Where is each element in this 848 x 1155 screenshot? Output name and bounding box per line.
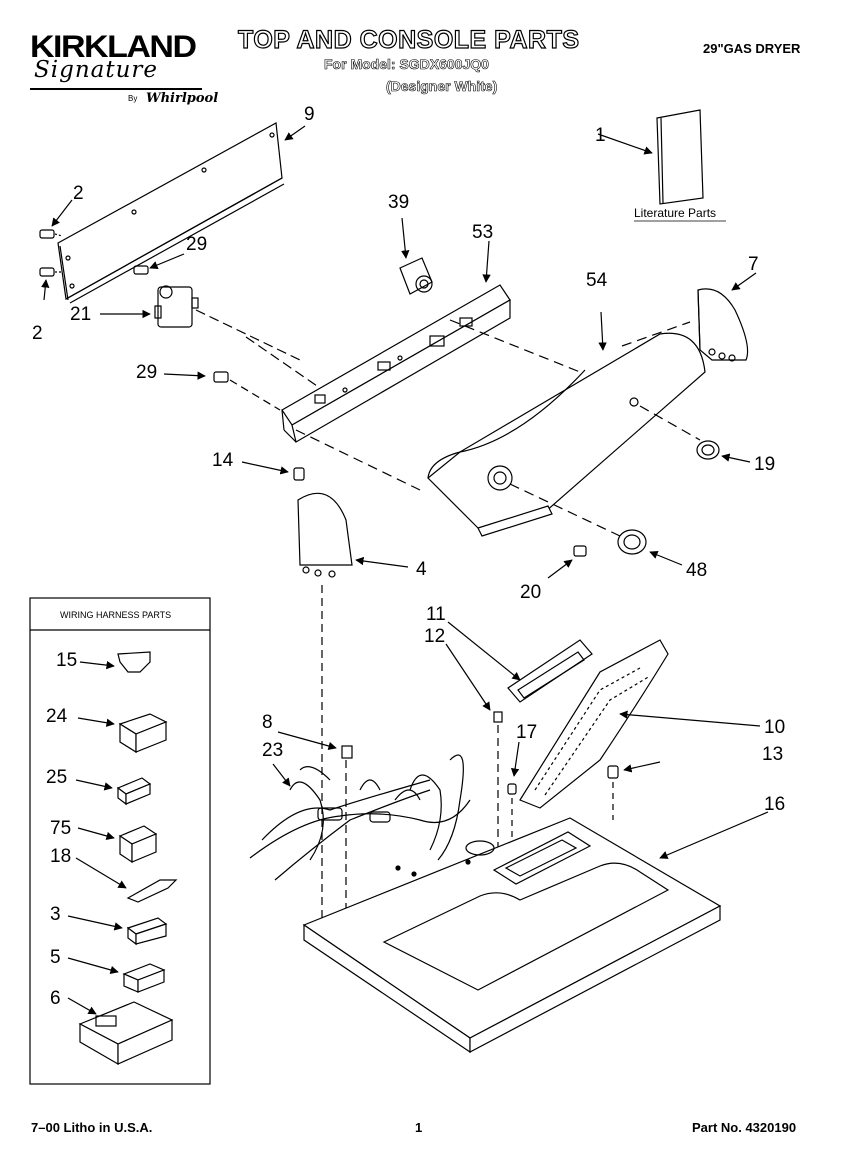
knob-19 [696,440,751,463]
callout-4: 4 [416,559,427,580]
screw-29-lower [163,371,281,411]
callout-25: 25 [46,767,67,788]
callout-75: 75 [50,818,71,839]
literature-label: Literature Parts [634,206,716,220]
callout-1: 1 [595,125,606,146]
brand-script-logo: Signature [34,57,159,83]
lint-filter [445,621,761,860]
brand-logo: KIRKLAND [30,29,197,65]
callout-9: 9 [304,104,315,125]
rear-panel [57,122,306,304]
callout-7: 7 [748,254,759,275]
footer-page-number: 1 [415,1120,423,1135]
callout-24: 24 [46,706,68,727]
timer-assembly [100,253,321,389]
footer-part-number: Part No. 4320190 [692,1120,797,1135]
literature-parts: Literature Parts [597,109,726,222]
wire-harness [249,754,471,881]
screw-2 [39,199,73,301]
switch-39 [399,217,433,295]
model-line: For Model: SGDX600JQ0 [324,56,490,73]
callout-23: 23 [262,740,283,761]
wiring-harness-box: WIRING HARNESS PARTS [29,597,211,1085]
callout-14: 14 [212,450,234,471]
screw-20 [547,545,587,579]
callout-20: 20 [520,582,541,603]
callout-16: 16 [764,794,785,815]
wiring-box-title: WIRING HARNESS PARTS [60,610,171,620]
bracket-8 [277,731,353,759]
callout-5: 5 [50,947,61,968]
dryer-top [302,811,769,1054]
callout-15: 15 [56,650,77,671]
callout-19: 19 [754,454,775,475]
brand-divider [30,88,202,90]
callout-8: 8 [262,712,273,733]
console-bracket [281,240,581,491]
callout-18: 18 [50,846,71,867]
footer-litho: 7–00 Litho in U.S.A. [31,1120,153,1135]
end-cap-right [697,272,757,362]
callout-53: 53 [472,222,493,243]
maker-logo: Whirlpool [146,91,219,106]
callout-17: 17 [516,722,537,743]
callout-10: 10 [764,717,785,738]
callout-3: 3 [50,904,61,925]
callout-12: 12 [424,626,445,647]
callout-2-lower: 2 [32,323,43,344]
end-cap-left [241,461,409,920]
knob-48 [617,529,683,566]
color-line: (Designer White) [386,78,498,95]
brand-by-label: By [128,94,138,103]
callout-13: 13 [762,744,783,765]
callout-6: 6 [50,988,61,1009]
callout-29-upper: 29 [186,234,207,255]
page-title: TOP AND CONSOLE PARTS [237,25,580,54]
callout-2-upper: 2 [73,183,84,204]
product-label: 29"GAS DRYER [703,41,801,56]
callout-11: 11 [426,604,446,625]
callout-48: 48 [686,560,707,581]
console-panel [427,311,706,537]
callout-21: 21 [70,304,91,325]
callout-39: 39 [388,192,409,213]
callout-29-lower: 29 [136,362,157,383]
callout-54: 54 [586,270,608,291]
screws-13-17 [507,741,661,850]
